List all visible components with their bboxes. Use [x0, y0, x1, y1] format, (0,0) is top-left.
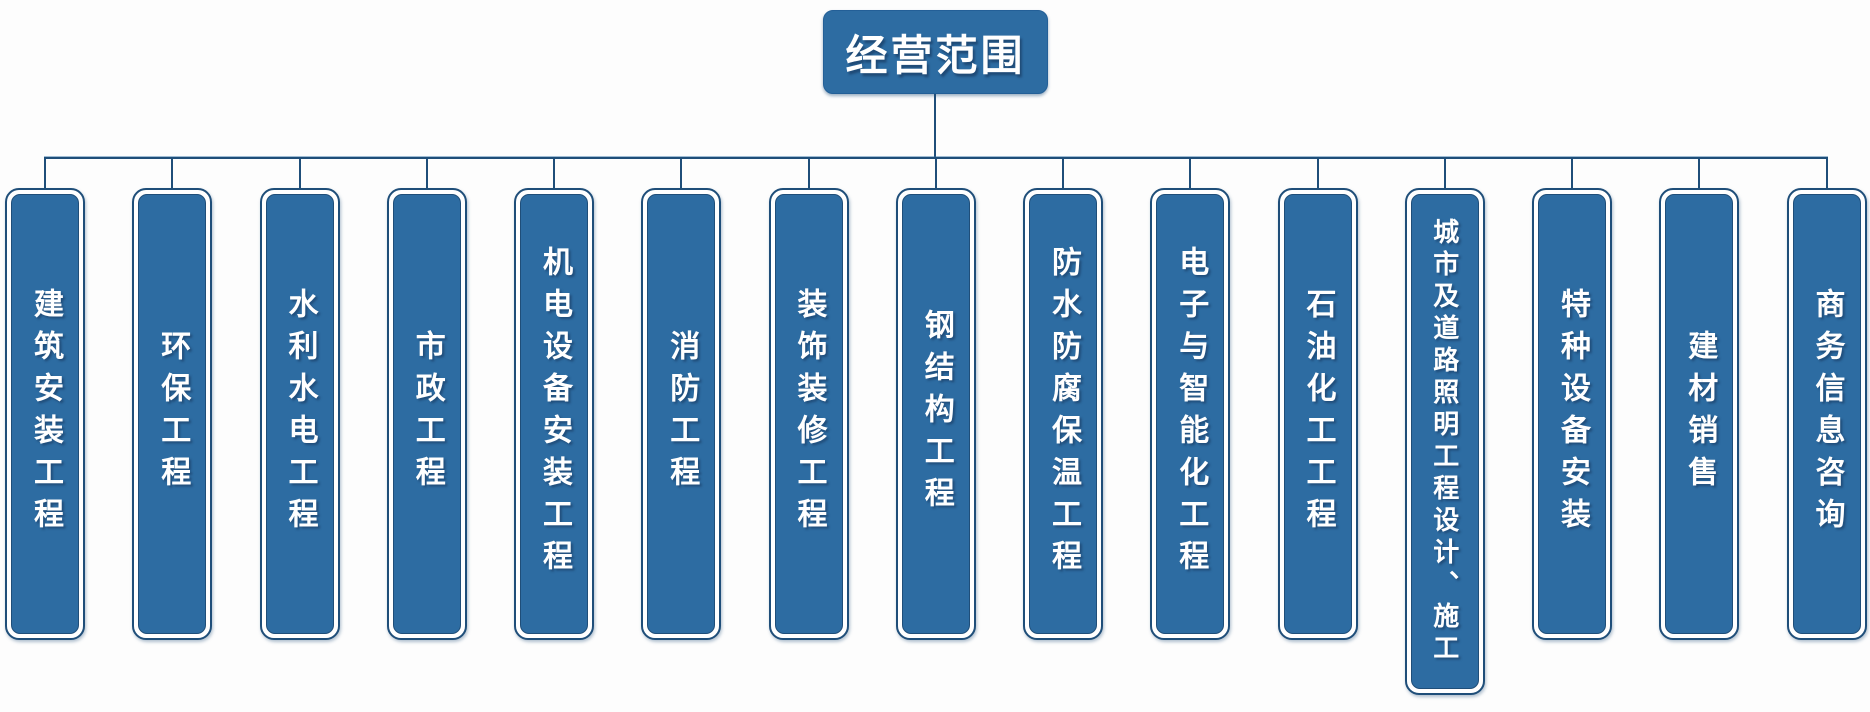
branch-label: 建筑安装工程: [29, 288, 62, 540]
branch-node-body: 电子与智能化工程: [1156, 194, 1225, 634]
branch-label: 环保工程: [156, 330, 190, 498]
connector-stub-line: [44, 157, 46, 190]
branch-label: 市政工程: [410, 330, 444, 498]
branch-node: 装饰装修工程: [768, 188, 849, 640]
branch-label: 电子与智能化工程: [1174, 246, 1208, 582]
branch-node-body: 消防工程: [647, 194, 716, 634]
connector-stub-line: [553, 157, 555, 190]
connector-stub-line: [1316, 157, 1319, 190]
branch-node: 电子与智能化工程: [1150, 188, 1231, 640]
connector-stub-line: [680, 157, 683, 190]
branch-node-body: 防水防腐保温工程: [1029, 194, 1097, 634]
branch-node-body: 石油化工工程: [1283, 194, 1352, 634]
branch-node-body: 建筑安装工程: [11, 194, 79, 634]
branch-label: 消防工程: [665, 330, 699, 498]
connector-stub-line: [807, 157, 810, 190]
branch-node-body: 水利水电工程: [265, 194, 334, 634]
branch-label: 商务信息咨询: [1810, 288, 1844, 540]
branch-node: 消防工程: [641, 188, 722, 640]
branch-node: 机电设备安装工程: [514, 188, 594, 640]
connector-stub-line: [1571, 157, 1573, 190]
branch-node: 石油化工工程: [1277, 188, 1358, 640]
branch-node: 钢结构工程: [895, 188, 976, 640]
branch-label: 水利水电工程: [283, 288, 317, 540]
branch-node-body: 环保工程: [138, 194, 207, 634]
branch-node: 建材销售: [1659, 188, 1740, 640]
connector-stub-line: [934, 157, 937, 190]
connector-stub-line: [1189, 157, 1192, 190]
branch-label: 机电设备安装工程: [538, 246, 571, 582]
branch-node: 水利水电工程: [259, 188, 340, 640]
root-node: 经营范围: [823, 10, 1048, 94]
branch-node: 防水防腐保温工程: [1023, 188, 1103, 640]
branch-node-body: 装饰装修工程: [774, 194, 843, 634]
branch-node-body: 市政工程: [392, 194, 461, 634]
connector-stub-line: [171, 157, 174, 190]
branch-node: 特种设备安装: [1532, 188, 1612, 640]
branch-node-body: 机电设备安装工程: [520, 194, 588, 634]
branch-node-body: 建材销售: [1665, 194, 1734, 634]
branch-label: 石油化工工程: [1301, 288, 1335, 540]
connector-stub-line: [425, 157, 428, 190]
branch-label: 建材销售: [1683, 330, 1717, 498]
root-node-label: 经营范围: [845, 31, 1026, 79]
connector-stub-line: [298, 157, 301, 190]
branch-label: 装饰装修工程: [792, 288, 826, 540]
branch-node: 环保工程: [132, 188, 213, 640]
branch-label: 防水防腐保温工程: [1047, 246, 1080, 582]
branch-node: 城市及道路照明工程设计、施工: [1404, 188, 1485, 695]
connector-stub-line: [1825, 157, 1828, 190]
branch-label: 特种设备安装: [1556, 288, 1589, 540]
root-connector-line: [934, 94, 936, 158]
branch-node-body: 特种设备安装: [1538, 194, 1606, 634]
branch-node: 商务信息咨询: [1786, 188, 1867, 640]
branch-node-body: 钢结构工程: [901, 194, 970, 634]
connector-stub-line: [1698, 157, 1701, 190]
branch-label: 钢结构工程: [919, 309, 953, 519]
branch-node-body: 商务信息咨询: [1792, 194, 1861, 634]
connector-stub-line: [1443, 157, 1446, 190]
branch-node-body: 城市及道路照明工程设计、施工: [1410, 194, 1479, 689]
branch-node: 建筑安装工程: [5, 188, 85, 640]
connector-stub-line: [1062, 157, 1064, 190]
branch-node: 市政工程: [386, 188, 467, 640]
branch-label: 城市及道路照明工程设计、施工: [1429, 217, 1460, 666]
